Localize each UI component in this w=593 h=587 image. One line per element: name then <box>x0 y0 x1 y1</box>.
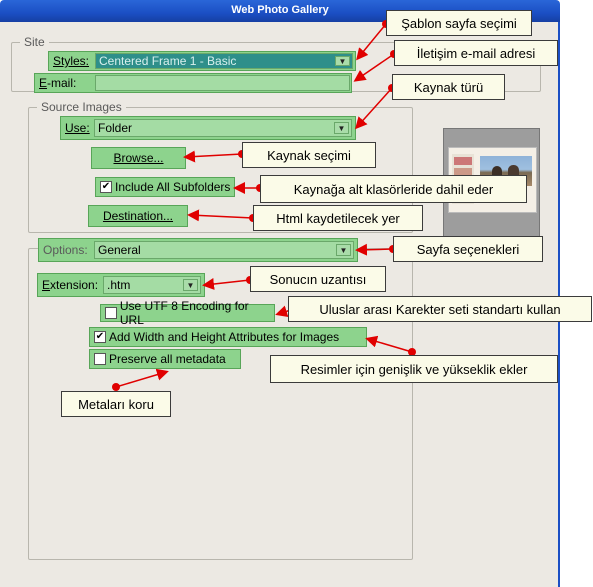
callout-genislik-text: Resimler için genişlik ve yükseklik ekle… <box>300 361 528 377</box>
callout-uzanti: Sonucın uzantısı <box>250 266 386 292</box>
browse-label: Browse... <box>113 151 164 165</box>
options-select[interactable]: General ▼ <box>94 241 354 259</box>
extension-label: Extension: <box>42 278 99 292</box>
site-legend: Site <box>20 35 49 49</box>
checkbox-unchecked-icon[interactable] <box>105 307 117 319</box>
use-label: Use: <box>65 121 90 135</box>
checkbox-unchecked-icon[interactable] <box>94 353 106 365</box>
options-value: General <box>98 243 141 257</box>
chevron-down-icon[interactable]: ▼ <box>335 56 350 66</box>
callout-kaynak-secimi-text: Kaynak seçimi <box>267 147 351 163</box>
callout-genislik: Resimler için genişlik ve yükseklik ekle… <box>270 355 558 383</box>
width-height-checkbox[interactable]: ✔ Add Width and Height Attributes for Im… <box>89 327 367 347</box>
callout-kaynak-turu-text: Kaynak türü <box>413 79 484 95</box>
styles-value: Centered Frame 1 - Basic <box>99 54 237 68</box>
callout-alt-klasor: Kaynağa alt klasörleride dahil eder <box>260 175 527 203</box>
source-images-group: Source Images <box>28 100 413 233</box>
callout-sayfa-secenek: Sayfa seçenekleri <box>393 236 543 262</box>
callout-uzanti-text: Sonucın uzantısı <box>269 271 367 287</box>
callout-html-kayit: Html kaydetilecek yer <box>253 205 423 231</box>
callout-iletisim-text: İletişim e-mail adresi <box>416 45 536 61</box>
utf8-label: Use UTF 8 Encoding for URL <box>119 299 249 327</box>
email-label: E-mail: <box>39 76 77 90</box>
include-subfolders-label: Include All Subfolders <box>115 180 231 194</box>
chevron-down-icon[interactable]: ▼ <box>183 279 198 291</box>
callout-kaynak-secimi: Kaynak seçimi <box>242 142 376 168</box>
destination-button[interactable]: Destination... <box>88 205 188 227</box>
styles-select[interactable]: Centered Frame 1 - Basic ▼ <box>95 53 353 69</box>
width-height-label: Add Width and Height Attributes for Imag… <box>109 330 340 344</box>
source-images-legend: Source Images <box>37 100 126 114</box>
preserve-label: Preserve all metadata <box>109 352 226 366</box>
chevron-down-icon[interactable]: ▼ <box>334 122 349 134</box>
callout-iletisim: İletişim e-mail adresi <box>394 40 558 66</box>
window-title: Web Photo Gallery <box>231 4 329 16</box>
chevron-down-icon[interactable]: ▼ <box>336 244 351 256</box>
preserve-metadata-checkbox[interactable]: Preserve all metadata <box>89 349 241 369</box>
callout-sayfa-secenek-text: Sayfa seçenekleri <box>416 241 520 257</box>
callout-kaynak-turu: Kaynak türü <box>392 74 505 100</box>
options-label: Options: <box>43 243 88 257</box>
callout-metalar: Metaları koru <box>61 391 171 417</box>
checkbox-checked-icon[interactable]: ✔ <box>100 181 112 193</box>
checkbox-checked-icon[interactable]: ✔ <box>94 331 106 343</box>
extension-value: .htm <box>107 278 131 292</box>
callout-utf8-text: Uluslar arası Karekter seti standartı ku… <box>319 301 561 317</box>
email-field[interactable] <box>95 75 350 91</box>
styles-label: Styles: <box>53 54 90 68</box>
callout-html-kayit-text: Html kaydetilecek yer <box>276 210 400 226</box>
callout-metalar-text: Metaları koru <box>78 396 154 412</box>
callout-sablon: Şablon sayfa seçimi <box>386 10 532 36</box>
callout-utf8: Uluslar arası Karekter seti standartı ku… <box>288 296 592 322</box>
callout-sablon-text: Şablon sayfa seçimi <box>401 15 517 31</box>
utf8-checkbox[interactable]: Use UTF 8 Encoding for URL <box>100 299 275 327</box>
extension-select[interactable]: .htm ▼ <box>103 276 201 294</box>
callout-alt-klasor-text: Kaynağa alt klasörleride dahil eder <box>293 181 494 197</box>
browse-button[interactable]: Browse... <box>91 147 186 169</box>
use-value: Folder <box>98 121 133 135</box>
destination-label: Destination... <box>102 209 174 223</box>
include-subfolders-checkbox[interactable]: ✔ Include All Subfolders <box>95 177 235 197</box>
use-select[interactable]: Folder ▼ <box>94 119 352 137</box>
